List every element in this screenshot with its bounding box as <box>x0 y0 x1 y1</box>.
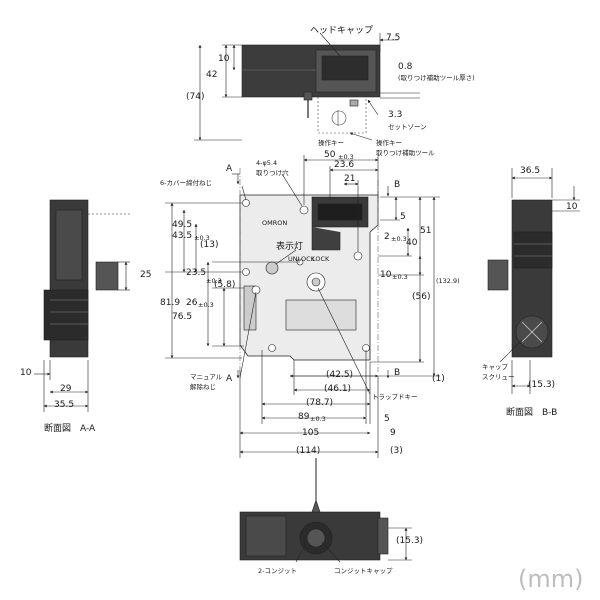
section-a-bottom: A <box>226 374 233 384</box>
dim-0-8: 0.8 <box>398 62 413 72</box>
dim-76-5: 76.5 <box>172 312 193 322</box>
bb-dim-36-5: 36.5 <box>520 166 541 176</box>
dim-2: 2 <box>384 232 390 242</box>
operation-key-tool-label-2: 取りつけ補助ツール <box>376 149 435 157</box>
dim-132-9: (132.9) <box>436 277 460 285</box>
dim-3-3: 3.3 <box>388 110 403 120</box>
indicator-label: 表示灯 <box>276 242 304 252</box>
dim-23-6: 23.6 <box>334 160 355 170</box>
dim-13: (13) <box>200 240 219 250</box>
dim-105: 105 <box>302 428 320 438</box>
dim-10-right: 10 <box>380 270 392 280</box>
head-cap-label: ヘッドキャップ <box>310 26 374 36</box>
dim-43-5: 43.5 <box>172 231 193 241</box>
cover-screw-label: 6-カバー締付ねじ <box>160 179 212 187</box>
dim-26: 26 <box>186 298 198 308</box>
dim-89: 89 <box>298 412 310 422</box>
operation-key-label: 操作キー <box>318 139 344 147</box>
dim-1: (1) <box>432 374 445 384</box>
tol-43-5: ±0.3 <box>194 234 210 242</box>
bb-dim-15-3: (15.3) <box>528 380 556 390</box>
dim-49-5: 49.5 <box>172 220 193 230</box>
dim-78-7: (78.7) <box>306 398 334 408</box>
unlock-label: UNLOCK <box>288 255 315 263</box>
hole-label-1: 4-φ5.4 <box>256 159 278 167</box>
dim-40: 40 <box>406 238 418 248</box>
aa-dim-25: 25 <box>140 270 152 280</box>
section-b-top: B <box>394 180 401 190</box>
tol-89: ±0.3 <box>310 415 326 423</box>
unit-label: (mm) <box>518 565 584 593</box>
brand-label: OMRON <box>262 219 288 227</box>
aa-dim-35-5: 35.5 <box>54 400 75 410</box>
cap-screw-1: キャップ <box>482 363 508 371</box>
dim-56: (56) <box>412 292 431 302</box>
dim-74: (74) <box>186 92 205 102</box>
cap-screw-2: スクリュー <box>482 373 515 381</box>
section-a-top: A <box>226 164 233 174</box>
tol-50: ±0.3 <box>338 153 354 161</box>
bb-title: 断面図 B-B <box>506 408 558 418</box>
dim-50: 50 <box>324 150 336 160</box>
dim-21: 21 <box>344 174 356 184</box>
dim-3: (3) <box>390 446 403 456</box>
dim-5-top: 5 <box>400 212 406 222</box>
aa-dim-10: 10 <box>20 368 32 378</box>
dim-5-8: (5.8) <box>214 280 236 290</box>
trap-key-label: トラップドキー <box>372 393 418 401</box>
set-zone-label: セットゾーン <box>388 123 427 131</box>
tol-23-5: ±0.3 <box>206 277 222 285</box>
dim-5-bottom: 5 <box>384 414 390 424</box>
dim-23-5: 23.5 <box>186 268 207 278</box>
bottom-view-lines <box>239 458 412 563</box>
manual-release-1: マニュアル <box>190 373 223 381</box>
tol-10: ±0.3 <box>392 273 408 281</box>
bb-dim-10: 10 <box>566 202 578 212</box>
aa-title: 断面図 A-A <box>44 424 96 434</box>
dim-114: (114) <box>296 446 321 456</box>
section-b-bottom: B <box>394 368 401 378</box>
dim-42-5: (42.5) <box>326 370 354 380</box>
section-markers <box>236 174 390 379</box>
bottom-dim-15-3: (15.3) <box>396 536 424 546</box>
tol-2: ±0.3 <box>391 235 407 243</box>
dim-42-top: 42 <box>206 70 218 80</box>
hole-label-2: 取りつけ穴 <box>256 169 289 177</box>
dim-51: 51 <box>420 226 432 236</box>
dim-46-1: (46.1) <box>324 384 352 394</box>
conduit-cap-label: コンジットキャップ <box>334 567 393 575</box>
operation-key-tool-label-1: 操作キー <box>376 139 402 147</box>
tool-thickness-label: (取りつけ補助ツール厚さ) <box>398 74 475 82</box>
tol-26: ±0.3 <box>198 301 214 309</box>
section-bb-lines <box>487 168 580 394</box>
lock-label: LOCK <box>312 255 330 263</box>
front-view-lines <box>165 155 440 458</box>
conduit-label: 2-コンジット <box>258 567 297 575</box>
dim-7-5: 7.5 <box>386 33 401 43</box>
dim-10-top: 10 <box>218 54 230 64</box>
manual-release-2: 解除ねじ <box>190 383 216 391</box>
dim-9: 9 <box>390 428 396 438</box>
section-aa-lines <box>34 199 132 412</box>
top-view-lines <box>194 32 420 141</box>
aa-dim-29: 29 <box>60 384 72 394</box>
dim-81-9: 81.9 <box>160 298 181 308</box>
